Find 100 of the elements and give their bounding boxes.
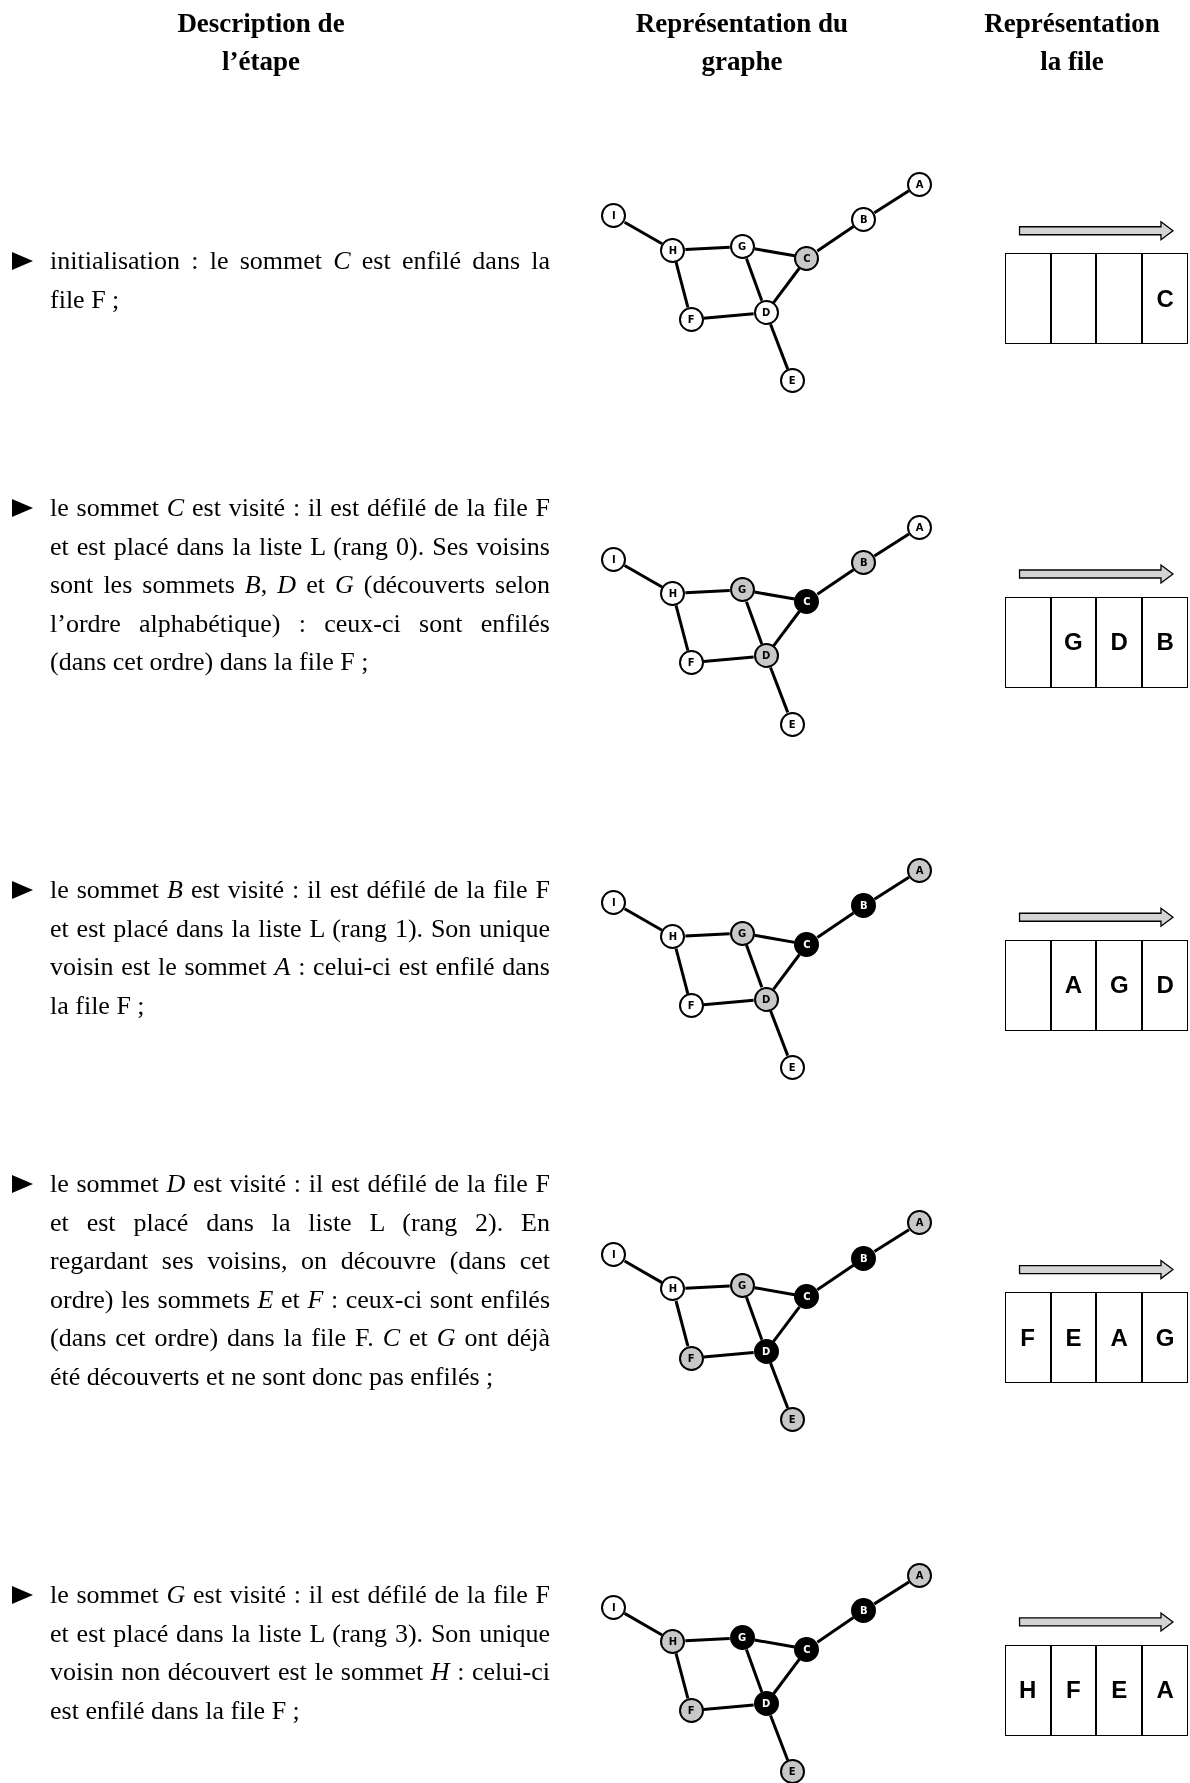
queue-cell: A (1096, 1292, 1143, 1384)
vertex-circle: E (779, 711, 805, 737)
queue-cell (1004, 253, 1051, 345)
graph-edge (873, 189, 910, 214)
vertex-circle: G (729, 920, 755, 946)
graph-edge (754, 247, 795, 258)
graph-edge (769, 1714, 790, 1761)
vertex-circle: A (907, 1210, 932, 1236)
queue-cell: C (1142, 253, 1188, 345)
queue-cell (1004, 939, 1051, 1031)
graph-edge (772, 1658, 801, 1695)
graph-edge (769, 1362, 790, 1409)
vertex-circle: D (753, 643, 779, 669)
graph-edge (816, 911, 855, 939)
vertex-circle: H (660, 924, 686, 950)
graph-edge (674, 261, 690, 308)
vertex-circle: F (678, 1698, 704, 1724)
graph-edge (754, 933, 795, 944)
queue-cell: G (1050, 596, 1097, 688)
vertex-circle: H (660, 1628, 686, 1654)
queue-cell: E (1096, 1644, 1143, 1736)
vertex-circle: B (851, 206, 877, 232)
graph-edge (772, 610, 801, 647)
vertex-circle: I (601, 889, 627, 915)
graph-edge (745, 257, 764, 302)
graph-edge (769, 1010, 790, 1057)
vertex-circle: I (601, 1594, 627, 1620)
graph-edge (745, 601, 764, 645)
graph-edge (772, 953, 801, 990)
vertex-circle: E (779, 1759, 805, 1783)
graph-edge (816, 1616, 855, 1644)
vertex-circle: B (851, 550, 877, 576)
graph-edge (769, 666, 790, 713)
graph-edge (873, 1580, 910, 1606)
column-header: Représentation du graphe (634, 7, 850, 78)
queue-cell (1004, 596, 1051, 688)
graph-edge (816, 225, 855, 253)
vertex-circle: H (660, 1276, 686, 1302)
vertex-circle: I (601, 1242, 627, 1268)
column-header: Description de l’étape (176, 7, 346, 78)
graph-edge (623, 1612, 663, 1637)
step-description: le sommet B est visité : il est défilé de la file F et est placé dans la liste L (rang 1). Son unique voisin est le sommet A : celui-ci est enfilé dans la file F ; (50, 874, 550, 1022)
graph-edge (769, 323, 790, 370)
vertex-circle: A (907, 171, 932, 197)
vertex-circle: C (794, 245, 820, 271)
graph-edge (754, 590, 795, 601)
vertex-circle: F (678, 306, 704, 332)
queue-cell: E (1050, 1292, 1097, 1384)
vertex-circle: E (779, 1054, 805, 1080)
graph-edge (703, 655, 754, 663)
vertex-circle: D (753, 986, 779, 1012)
vertex-circle: F (678, 650, 704, 676)
graph-edge (685, 245, 730, 251)
column-header: Représentation la file (983, 7, 1161, 78)
graph-edge (873, 1228, 910, 1253)
vertex-circle: G (729, 1273, 755, 1298)
graph-edge (873, 876, 910, 901)
vertex-circle: H (660, 237, 686, 263)
graph-edge (623, 220, 663, 246)
vertex-circle: E (779, 1407, 805, 1433)
vertex-circle: A (907, 858, 932, 884)
vertex-circle: B (851, 1598, 877, 1624)
queue-cell: A (1050, 939, 1097, 1031)
vertex-circle: H (660, 580, 686, 606)
graph-edge (772, 267, 801, 304)
vertex-circle: B (851, 1245, 877, 1271)
graph-edge (772, 1305, 801, 1343)
step-description: le sommet C est visité : il est défilé de la file F et est placé dans la liste L (rang 0). Ses voisins sont les sommets B, D et G (découverts selon l’ordre alphabétique) : ceux-ci sont enfilés (dans cet ordre) dans la file F ; (50, 492, 550, 679)
graph-edge (703, 1703, 754, 1711)
graph-edge (873, 532, 910, 558)
graph-edge (685, 932, 730, 938)
graph-edge (623, 1259, 663, 1284)
queue-cell: H (1004, 1644, 1051, 1736)
vertex-circle: C (794, 1636, 820, 1662)
graph-edge (754, 1638, 795, 1649)
vertex-circle: I (601, 203, 627, 229)
graph-edge (685, 1284, 730, 1290)
step-description: le sommet D est visité : il est défilé de la file F et est placé dans la liste L (rang 2). En regardant ses voisins, on découvre (dans cet ordre) les sommets E et F : ceux-ci sont enfilés (dans cet ordre) dans la file F. C et G ont déjà été découverts et ne sont donc pas enfilés ; (50, 1168, 550, 1393)
vertex-circle: D (753, 1691, 779, 1717)
queue-cell: D (1096, 596, 1143, 688)
vertex-circle: A (907, 514, 932, 540)
queue-cell (1096, 253, 1143, 345)
graph-edge (816, 1264, 855, 1292)
vertex-circle: B (851, 893, 877, 919)
vertex-circle: D (753, 1338, 779, 1364)
graph-edge (623, 907, 663, 932)
queue-cell: G (1096, 939, 1143, 1031)
queue-cell (1050, 253, 1097, 345)
graph-edge (703, 1351, 754, 1359)
vertex-circle: G (729, 577, 755, 603)
vertex-circle: I (601, 546, 627, 572)
graph-edge (703, 998, 754, 1007)
queue-cell: A (1142, 1644, 1188, 1736)
vertex-circle: C (794, 932, 820, 957)
graph-edge (816, 568, 855, 596)
graph-edge (623, 564, 663, 589)
queue-cell: F (1050, 1644, 1097, 1736)
graph-edge (754, 1286, 795, 1297)
vertex-circle: G (729, 1625, 755, 1651)
graph-edge (674, 1652, 690, 1699)
